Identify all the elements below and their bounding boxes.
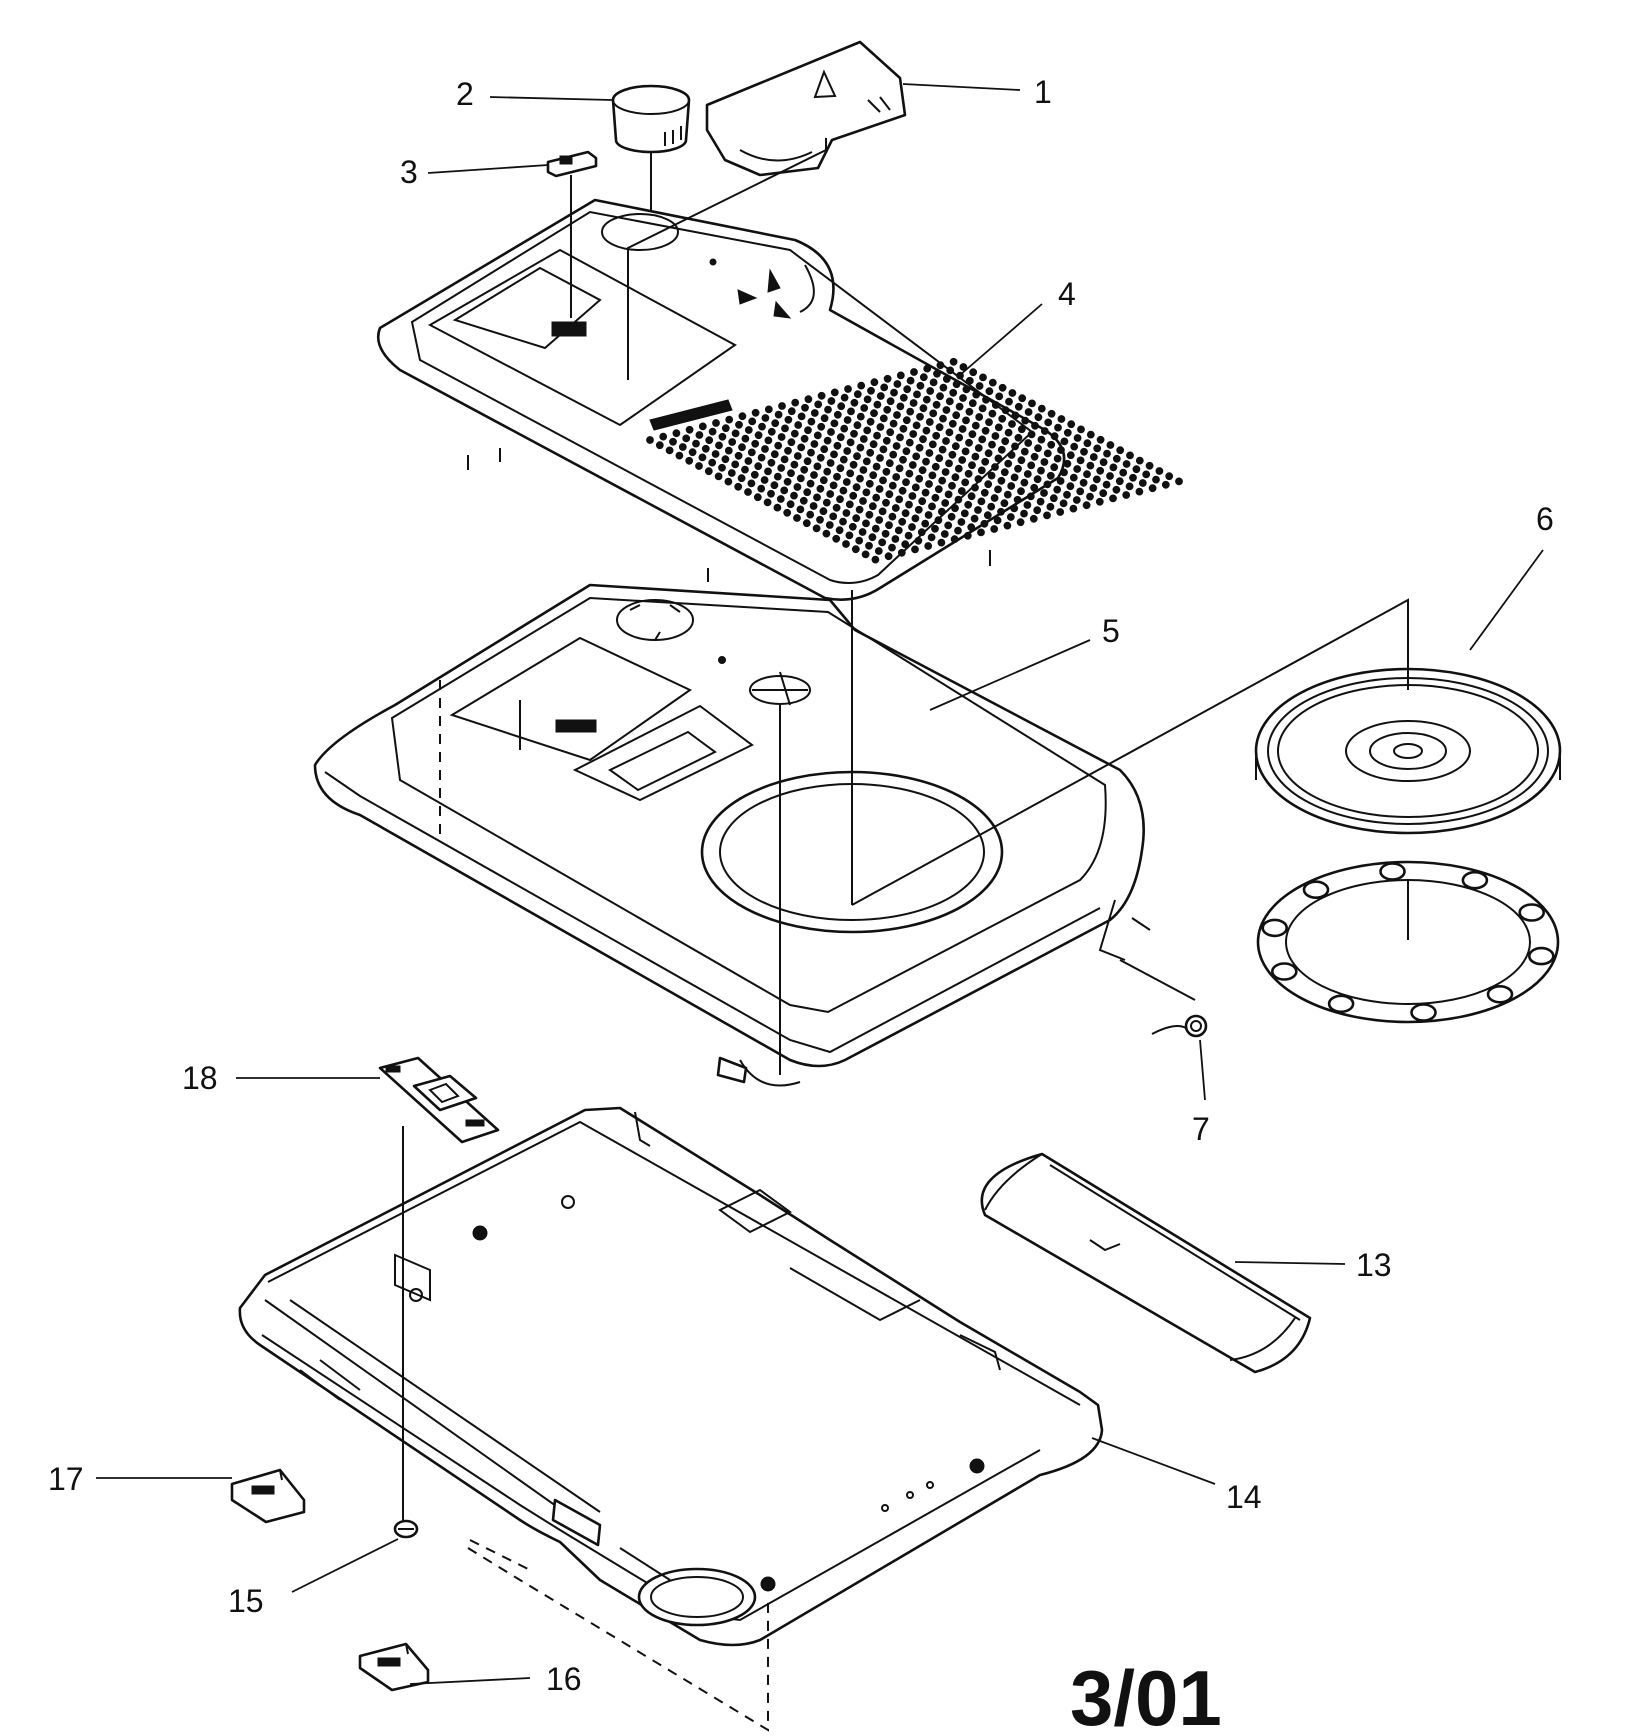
speaker-grille [646, 357, 1183, 564]
part-14-bottom-chassis [238, 1106, 1104, 1647]
part-4-top-cover [376, 198, 1183, 601]
part-16-slide-part [358, 1642, 430, 1692]
callout-14: 14 [1226, 1479, 1262, 1515]
part-1-handle [705, 40, 907, 177]
part-18-slide-bracket [378, 1056, 500, 1144]
speaker-gasket [1256, 860, 1560, 1024]
callout-1: 1 [1034, 74, 1052, 110]
callout-2: 2 [456, 76, 474, 112]
callout-5: 5 [1102, 613, 1120, 649]
callout-7: 7 [1192, 1111, 1210, 1147]
callout-labels: 1 2 3 4 5 6 7 13 14 15 16 17 18 [48, 74, 1554, 1697]
callout-17: 17 [48, 1461, 84, 1497]
callout-16: 16 [546, 1661, 582, 1697]
part-2-knob [611, 84, 691, 154]
part-13-battery-cover [980, 1152, 1312, 1374]
callout-leaders [96, 83, 1544, 1685]
part-7-screw [1151, 1014, 1208, 1038]
assembly-axis-lines [402, 138, 1409, 1732]
callout-4: 4 [1058, 276, 1076, 312]
callout-3: 3 [400, 154, 418, 190]
callout-15: 15 [228, 1583, 264, 1619]
sheet-label: 3/01 [1070, 1654, 1222, 1736]
part-3-slide-knob [546, 150, 598, 178]
callout-6: 6 [1536, 501, 1554, 537]
part-6-speaker [1254, 667, 1562, 835]
part-15-screw [393, 1519, 419, 1539]
part-17-slide-part [230, 1468, 306, 1524]
callout-18: 18 [182, 1060, 218, 1096]
part-5-front-frame [313, 583, 1151, 1087]
callout-13: 13 [1356, 1247, 1392, 1283]
